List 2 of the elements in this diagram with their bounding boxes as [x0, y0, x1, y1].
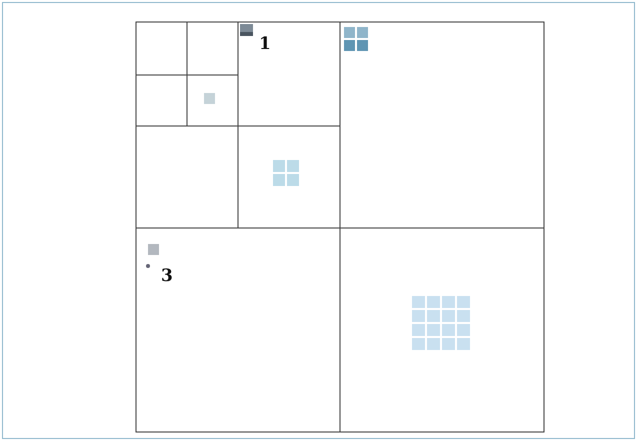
- callout-number: 1: [259, 36, 271, 53]
- callout-number: 3: [161, 268, 173, 285]
